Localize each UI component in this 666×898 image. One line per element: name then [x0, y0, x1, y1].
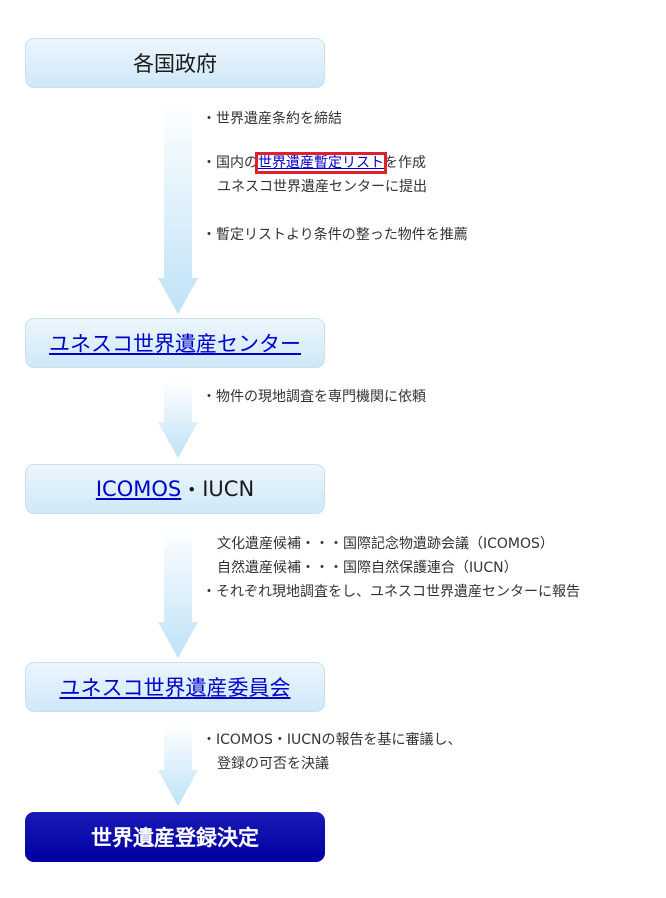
step2-note-1: ・物件の現地調査を専門機関に依頼: [202, 389, 426, 405]
box-governments: 各国政府: [25, 38, 325, 88]
iucn-label: IUCN: [202, 477, 255, 501]
tentative-list-link[interactable]: 世界遺産暫定リスト: [255, 152, 387, 174]
step1-note-1: ・世界遺産条約を締結: [202, 111, 342, 127]
step4-note-1: ・ICOMOS・IUCNの報告を基に審議し、: [202, 732, 462, 748]
step1-note-2: ・国内の世界遺産暫定リストを作成: [202, 152, 426, 174]
flow-arrow-1: [158, 100, 198, 314]
box-world-heritage-centre: ユネスコ世界遺産センター: [25, 318, 325, 368]
step1-note-2-prefix: ・国内の: [202, 155, 258, 171]
step3-note-1: 文化遺産候補・・・国際記念物遺跡会議（ICOMOS）: [217, 536, 554, 552]
flow-arrow-3: [158, 526, 198, 658]
box-world-heritage-committee: ユネスコ世界遺産委員会: [25, 662, 325, 712]
box-icomos-iucn: ICOMOS ・ IUCN: [25, 464, 325, 514]
box-separator: ・: [181, 478, 203, 502]
step1-note-3: ユネスコ世界遺産センターに提出: [217, 179, 427, 195]
box-registration-decision: 世界遺産登録決定: [25, 812, 325, 862]
icomos-link[interactable]: ICOMOS: [95, 477, 182, 501]
step3-note-3: ・それぞれ現地調査をし、ユネスコ世界遺産センターに報告: [202, 584, 580, 600]
flow-arrow-4: [158, 724, 198, 806]
step1-note-2-suffix: を作成: [384, 155, 426, 171]
flow-arrow-2: [158, 380, 198, 458]
box-governments-label: 各国政府: [133, 52, 217, 76]
world-heritage-centre-link[interactable]: ユネスコ世界遺産センター: [49, 332, 301, 356]
world-heritage-committee-link[interactable]: ユネスコ世界遺産委員会: [59, 676, 291, 700]
step4-note-2: 登録の可否を決議: [217, 756, 329, 772]
step3-note-2: 自然遺産候補・・・国際自然保護連合（IUCN）: [217, 560, 518, 576]
step1-note-4: ・暫定リストより条件の整った物件を推薦: [202, 227, 468, 243]
box-registration-decision-label: 世界遺産登録決定: [91, 826, 259, 850]
